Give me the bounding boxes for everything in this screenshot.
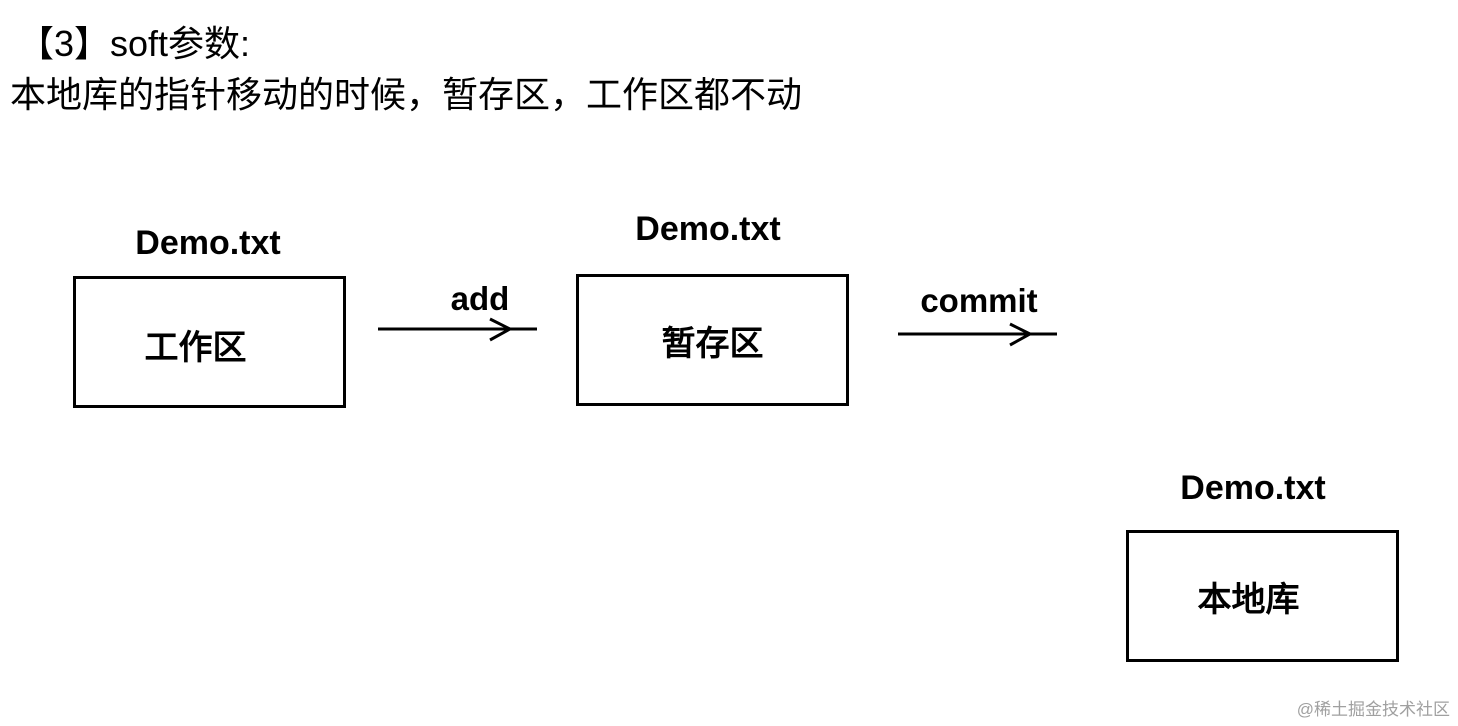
heading-title: 【3】soft参数: xyxy=(18,23,251,64)
commit-arrow-head xyxy=(1009,322,1034,347)
heading-description: 本地库的指针移动的时候，暂存区，工作区都不动 xyxy=(10,74,803,115)
staging-box: 暂存区 xyxy=(576,274,849,406)
local-repo-file-label: Demo.txt xyxy=(1180,469,1326,507)
staging-label: 暂存区 xyxy=(661,325,764,363)
working-dir-file-label: Demo.txt xyxy=(135,224,281,262)
working-dir-box: 工作区 xyxy=(73,276,346,408)
watermark: @稀土掘金技术社区 xyxy=(1296,700,1450,719)
add-arrow-head xyxy=(489,317,514,342)
commit-arrow xyxy=(898,322,1057,347)
add-edge-label: add xyxy=(450,280,510,317)
working-dir-label: 工作区 xyxy=(144,329,247,367)
local-repo-label: 本地库 xyxy=(1197,581,1300,619)
add-arrow xyxy=(378,317,537,342)
staging-file-label: Demo.txt xyxy=(635,210,781,248)
commit-edge-label: commit xyxy=(920,282,1038,319)
local-repo-box: 本地库 xyxy=(1126,530,1399,662)
